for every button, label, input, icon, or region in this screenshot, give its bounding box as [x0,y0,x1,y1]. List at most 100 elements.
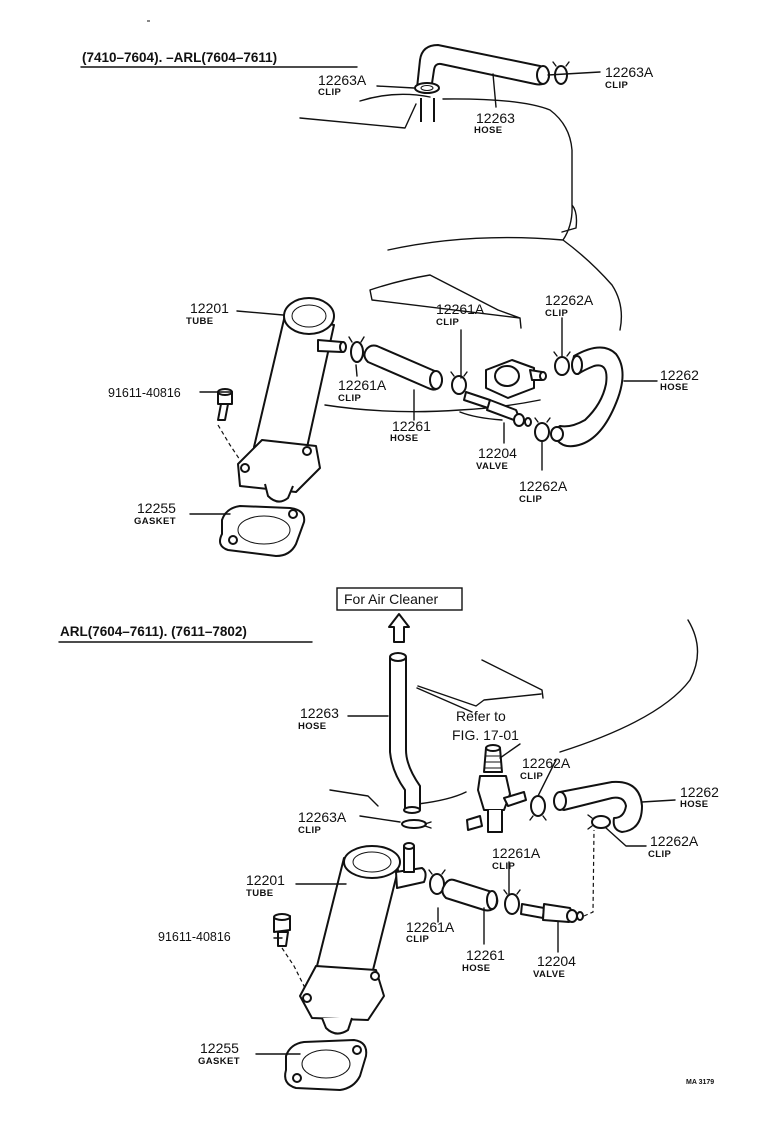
leaders-upper [189,71,658,515]
clip-12262a-lower-top [529,795,547,821]
clip-12261a-upper-top [450,371,468,395]
svg-text:CLIP: CLIP [648,849,672,860]
label-clip-12261a-lower-top: 12261A CLIP [492,845,541,872]
svg-text:12262A: 12262A [519,478,568,494]
svg-text:CLIP: CLIP [492,861,516,872]
label-bolt-lower: 91611-40816 [158,930,231,944]
label-hose-12262-lower: 12262 HOSE [680,784,719,810]
label-hose-12263-upper: 12263 HOSE [474,110,515,136]
pcv-fitting-lower [466,744,527,833]
svg-text:12263: 12263 [300,705,339,721]
valve-12204-lower [520,903,584,923]
label-hose-12262-upper: 12262 HOSE [660,367,699,393]
clip-12263a-right-ears [552,61,570,67]
svg-text:12261: 12261 [392,418,431,434]
svg-text:CLIP: CLIP [605,80,629,91]
tube-12201-lower [299,842,427,1035]
bracket-lower [417,659,544,707]
svg-text:12255: 12255 [200,1040,239,1056]
svg-text:TUBE: TUBE [186,316,213,327]
gasket-12255-upper [219,505,306,557]
svg-text:12204: 12204 [537,953,576,969]
svg-text:12263: 12263 [476,110,515,126]
valve-cover-bracket [369,274,522,329]
hose-12263-end [536,65,550,85]
hose-12262-upper-end-bottom [550,426,564,442]
label-tube-12201-upper: 12201 TUBE [186,300,229,327]
clip-12262a-upper-top [553,351,571,376]
hose-12263-lower [389,657,421,811]
svg-text:CLIP: CLIP [520,771,544,782]
bolt-91611-lower [273,913,291,947]
clip-12263a-left [414,82,440,94]
pcv-fitting-upper [485,359,547,399]
bolt-91611-upper [217,388,233,421]
hose-12261-upper-end [429,370,443,390]
svg-text:12201: 12201 [190,300,229,316]
label-gasket-12255-lower: 12255 GASKET [198,1040,240,1067]
label-hose-12261-upper: 12261 HOSE [390,418,431,444]
svg-text:12262A: 12262A [545,292,594,308]
label-clip-12261a-lower-bottom: 12261A CLIP [406,919,455,945]
svg-text:HOSE: HOSE [390,433,419,444]
label-clip-12262a-lower-right: 12262A CLIP [648,833,699,860]
svg-text:CLIP: CLIP [436,317,460,328]
hose-12263-stub [420,98,435,122]
label-clip-12263a-upper-left: 12263A CLIP [318,72,367,98]
figure-code: MA 3179 [686,1079,714,1086]
engine-outline-lower [329,619,699,807]
air-cleaner-box [336,587,463,611]
svg-text:12261A: 12261A [338,377,387,393]
svg-text:12261: 12261 [466,947,505,963]
svg-text:12204: 12204 [478,445,517,461]
svg-text:CLIP: CLIP [338,393,362,404]
clip-12261a-lower-right [503,889,521,915]
clip-12262a-upper-bottom [534,417,551,442]
hose-12262-upper-end-top [571,355,583,375]
gasket-12255-lower [284,1039,368,1091]
clip-12261a-upper-left [348,336,365,363]
clip-12263a-left-inner [420,85,434,91]
hose-12261-lower-end [486,890,498,910]
hose-12263-lower-top [389,652,407,662]
hose-12262-upper [554,346,624,448]
svg-text:12262A: 12262A [650,833,699,849]
svg-text:91611-40816: 91611-40816 [108,386,181,400]
svg-text:91611-40816: 91611-40816 [158,930,231,944]
hose-12263-lower-bottom [403,806,421,814]
svg-text:12255: 12255 [137,500,176,516]
refer-line1: Refer to [456,708,506,724]
label-clip-12263a-upper-right: 12263A CLIP [605,64,654,91]
label-valve-12204-upper: 12204 VALVE [476,445,517,472]
engine-outline [299,93,623,331]
leaders-lower [255,687,676,1055]
svg-text:12263A: 12263A [605,64,654,80]
svg-text:GASKET: GASKET [198,1056,240,1067]
svg-text:12262A: 12262A [522,755,571,771]
svg-text:12261A: 12261A [406,919,455,935]
svg-text:12262: 12262 [680,784,719,800]
svg-text:12262: 12262 [660,367,699,383]
svg-text:HOSE: HOSE [298,721,327,732]
engine-outline-2 [324,399,541,421]
label-gasket-12255-upper: 12255 GASKET [134,500,176,527]
hose-12263-upper [416,44,550,91]
lower-header: ARL(7604–7611). (7611–7802) [60,624,247,639]
label-clip-12261a-upper-top: 12261A CLIP [436,301,485,328]
svg-text:12201: 12201 [246,872,285,888]
svg-text:12261A: 12261A [492,845,541,861]
svg-text:CLIP: CLIP [318,87,342,98]
svg-text:CLIP: CLIP [406,934,430,945]
label-clip-12262a-lower-top: 12262A CLIP [520,755,571,782]
svg-text:12261A: 12261A [436,301,485,317]
hose-12262-lower-end [553,791,567,811]
valve-hose-dash [583,829,595,917]
label-clip-12261a-upper-bottom: 12261A CLIP [338,377,387,404]
upper-header: (7410–7604). –ARL(7604–7611) [82,50,277,65]
label-clip-12262a-upper-bottom: 12262A CLIP [519,478,568,505]
air-cleaner-arrow [388,613,410,643]
label-hose-12263-lower: 12263 HOSE [298,705,339,732]
svg-text:HOSE: HOSE [680,799,709,810]
label-clip-12263a-lower: 12263A CLIP [298,809,347,836]
